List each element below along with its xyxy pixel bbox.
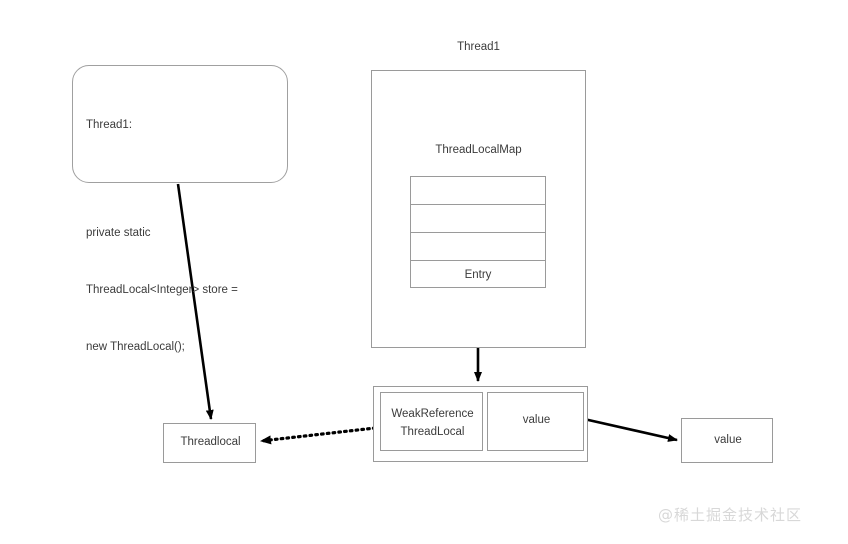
thread1-code-box xyxy=(72,65,288,183)
threadlocal-object-box: Threadlocal xyxy=(163,423,256,463)
threadlocal-object-label: Threadlocal xyxy=(180,436,241,448)
value-object-box: value xyxy=(681,418,773,463)
code-line-3: new ThreadLocal(); xyxy=(86,341,185,353)
table-row-entry: Entry xyxy=(464,269,492,281)
table-row xyxy=(411,205,545,233)
code-line-2: ThreadLocal<Integer> store = xyxy=(86,284,238,296)
arrow-weakreference-dotted xyxy=(259,426,377,445)
table-row xyxy=(411,177,545,205)
arrow-entrynode-to-value xyxy=(583,417,678,442)
table-row xyxy=(411,233,545,261)
arrow-code-to-threadlocal xyxy=(176,183,214,420)
entry-key-line2: ThreadLocal xyxy=(400,426,465,438)
entry-value-box: value xyxy=(487,392,584,451)
threadlocalmap-table: Entry xyxy=(410,176,546,288)
code-line-1: private static xyxy=(86,227,151,239)
value-object-label: value xyxy=(714,434,742,446)
code-blank-line xyxy=(86,173,281,186)
thread-container-title: Thread1 xyxy=(457,41,500,53)
entry-value-text: value xyxy=(522,414,551,426)
threadlocalmap-label: ThreadLocalMap xyxy=(435,144,522,156)
watermark: @稀土掘金技术社区 xyxy=(658,506,803,524)
code-header: Thread1: xyxy=(86,119,133,131)
entry-key-line1: WeakReference xyxy=(391,408,474,420)
thread1-code-text: Thread1: private static ThreadLocal<Inte… xyxy=(86,78,281,395)
